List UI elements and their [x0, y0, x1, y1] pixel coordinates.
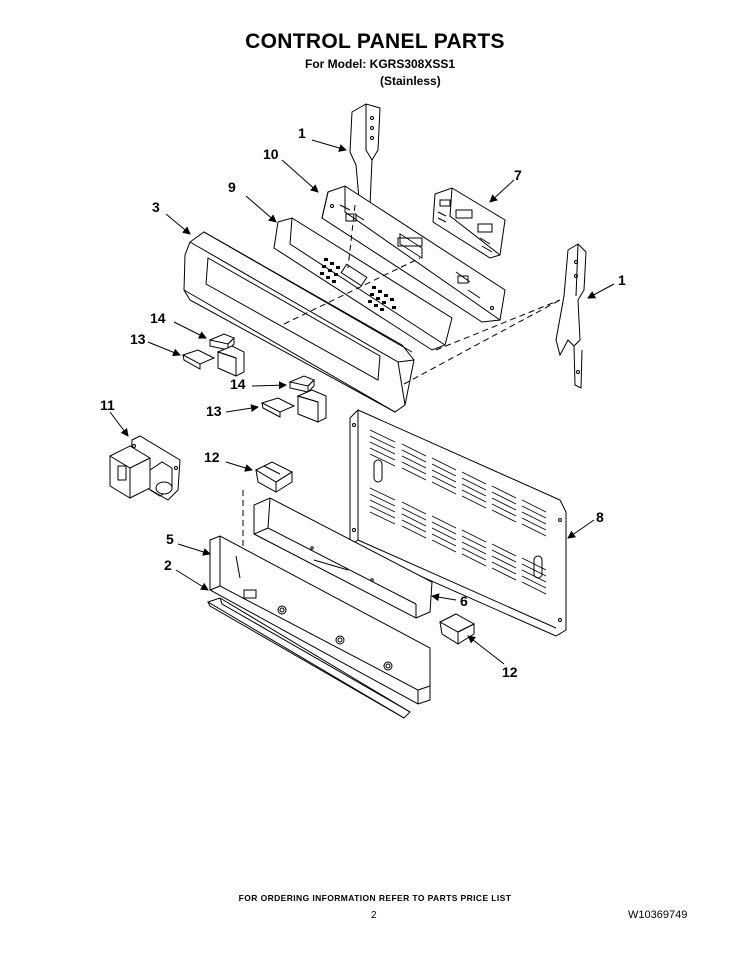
alignment-lines	[242, 204, 561, 555]
callout-labels: 1 10 7 9 3 1 14 13 14 13 11 12 8 5 2 6 1…	[100, 125, 626, 680]
part-9-keypad-overlay	[273, 217, 453, 351]
part-14-clip-lower	[288, 375, 315, 393]
callout-5: 5	[166, 531, 174, 547]
callout-12-lower: 12	[502, 664, 518, 680]
finish-line: (Stainless)	[380, 74, 441, 88]
callout-14-upper: 14	[150, 310, 166, 326]
callout-9: 9	[228, 179, 236, 195]
part-2-trim-strip	[206, 597, 411, 719]
callout-14-lower: 14	[230, 376, 246, 392]
part-6-panel-channel	[253, 497, 433, 619]
part-14-clip-upper	[208, 333, 235, 351]
callout-1-side: 1	[618, 272, 626, 288]
part-7-control-board	[432, 187, 506, 259]
part-12-clip-lower	[438, 613, 476, 645]
page-title: CONTROL PANEL PARTS	[245, 30, 505, 53]
callout-leaders	[109, 139, 615, 665]
callout-7: 7	[514, 167, 522, 183]
part-8-rear-panel	[349, 409, 567, 637]
part-13-spacer-lower	[260, 389, 327, 423]
model-line: For Model: KGRS308XSS1	[305, 57, 456, 71]
document-number: W10369749	[628, 909, 688, 921]
callout-12-upper: 12	[204, 449, 220, 465]
callout-8: 8	[596, 509, 604, 525]
part-12-clip-upper	[254, 461, 294, 493]
callout-13-upper: 13	[130, 331, 146, 347]
callout-3: 3	[152, 199, 160, 215]
callout-6: 6	[460, 593, 468, 609]
part-1-bracket-top	[349, 103, 381, 211]
part-1-bracket-side	[555, 243, 587, 389]
part-13-spacer-upper	[181, 345, 245, 377]
ordering-note: FOR ORDERING INFORMATION REFER TO PARTS …	[238, 893, 512, 903]
part-10-electronic-control-frame	[321, 185, 506, 323]
callout-2: 2	[164, 557, 172, 573]
part-5-lower-frame	[209, 535, 431, 705]
callout-10: 10	[263, 146, 279, 162]
part-3-control-panel-console	[183, 231, 415, 413]
part-11-switch-assembly	[109, 435, 181, 501]
callout-11: 11	[100, 397, 115, 413]
page-number: 2	[371, 910, 377, 921]
callout-13-lower: 13	[206, 403, 222, 419]
callout-1-top: 1	[298, 125, 306, 141]
